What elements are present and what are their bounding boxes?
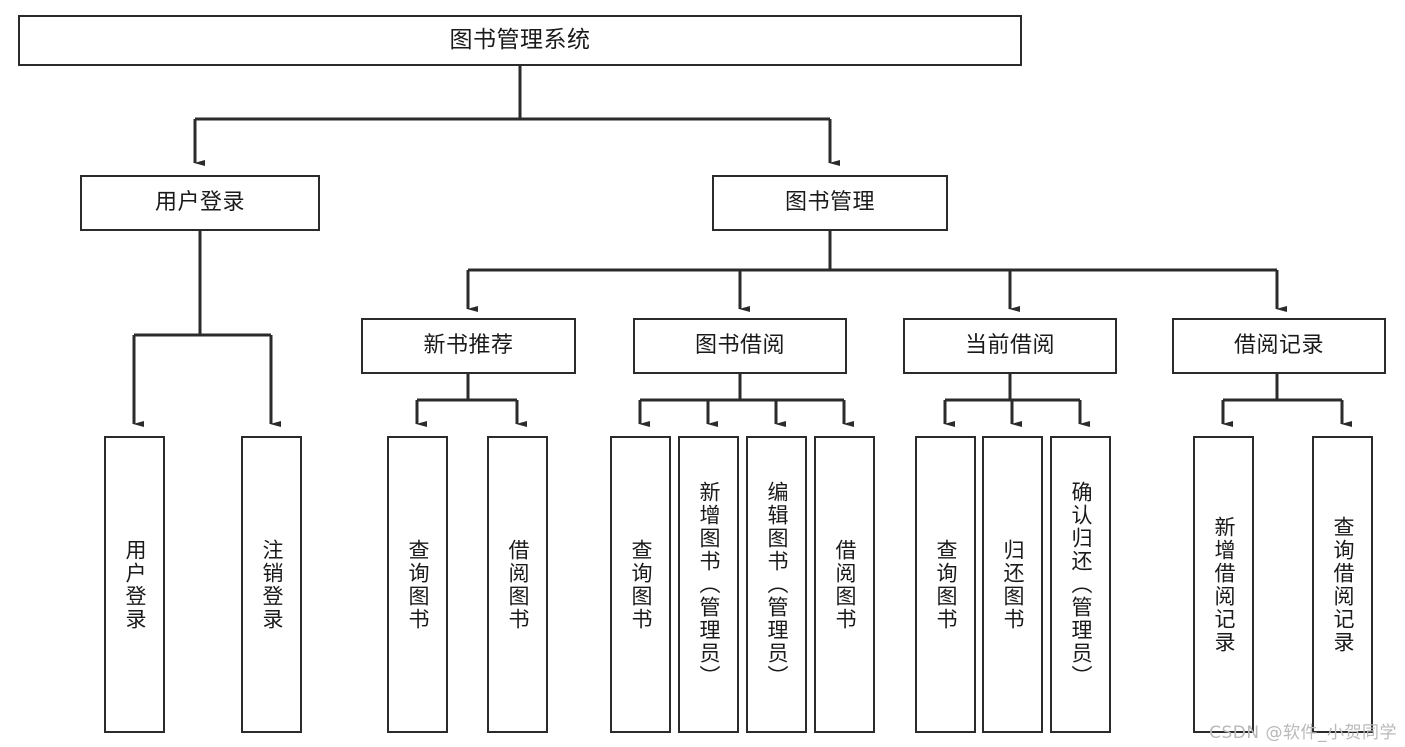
node-borrow-record-label: 借阅记录 bbox=[1233, 333, 1324, 359]
node-new-book-recommend[interactable]: 新书推荐 bbox=[361, 318, 576, 374]
leaf-edit-book[interactable]: 编辑图书（管理员） bbox=[746, 436, 807, 733]
node-book-borrow[interactable]: 图书借阅 bbox=[633, 318, 847, 374]
node-book-management[interactable]: 图书管理 bbox=[712, 175, 948, 231]
leaf-add-record-label: 新增借阅记录 bbox=[1211, 515, 1236, 654]
leaf-query-books-3[interactable]: 查询图书 bbox=[915, 436, 976, 733]
node-new-book-recommend-label: 新书推荐 bbox=[423, 333, 514, 359]
node-user-login[interactable]: 用户登录 bbox=[80, 175, 320, 231]
leaf-confirm-return-label: 确认归还（管理员） bbox=[1068, 481, 1093, 688]
node-current-borrow[interactable]: 当前借阅 bbox=[903, 318, 1117, 374]
leaf-add-book-label: 新增图书（管理员） bbox=[696, 481, 721, 688]
leaf-return-book-label: 归还图书 bbox=[1000, 538, 1025, 631]
node-book-borrow-label: 图书借阅 bbox=[694, 333, 785, 359]
leaf-return-book[interactable]: 归还图书 bbox=[982, 436, 1043, 733]
node-root[interactable]: 图书管理系统 bbox=[18, 15, 1022, 66]
leaf-query-books-2-label: 查询图书 bbox=[628, 538, 653, 631]
leaf-borrow-books-2[interactable]: 借阅图书 bbox=[814, 436, 875, 733]
leaf-user-login[interactable]: 用户登录 bbox=[104, 436, 165, 733]
leaf-edit-book-label: 编辑图书（管理员） bbox=[764, 481, 789, 688]
leaf-query-record[interactable]: 查询借阅记录 bbox=[1312, 436, 1373, 733]
leaf-borrow-books-1-label: 借阅图书 bbox=[505, 538, 530, 631]
leaf-confirm-return[interactable]: 确认归还（管理员） bbox=[1050, 436, 1111, 733]
node-borrow-record[interactable]: 借阅记录 bbox=[1172, 318, 1386, 374]
leaf-logout-label: 注销登录 bbox=[259, 538, 284, 631]
node-current-borrow-label: 当前借阅 bbox=[964, 333, 1055, 359]
leaf-query-books-2[interactable]: 查询图书 bbox=[610, 436, 671, 733]
node-book-management-label: 图书管理 bbox=[784, 190, 875, 216]
leaf-logout[interactable]: 注销登录 bbox=[241, 436, 302, 733]
leaf-query-record-label: 查询借阅记录 bbox=[1330, 515, 1355, 654]
leaf-add-record[interactable]: 新增借阅记录 bbox=[1193, 436, 1254, 733]
leaf-query-books-3-label: 查询图书 bbox=[933, 538, 958, 631]
leaf-borrow-books-2-label: 借阅图书 bbox=[832, 538, 857, 631]
leaf-query-books-1-label: 查询图书 bbox=[405, 538, 430, 631]
watermark: CSDN @软件_小贺同学 bbox=[1209, 723, 1397, 743]
leaf-user-login-label: 用户登录 bbox=[122, 538, 147, 631]
leaf-borrow-books-1[interactable]: 借阅图书 bbox=[487, 436, 548, 733]
leaf-query-books-1[interactable]: 查询图书 bbox=[387, 436, 448, 733]
node-root-label: 图书管理系统 bbox=[449, 27, 591, 54]
node-user-login-label: 用户登录 bbox=[154, 190, 245, 216]
leaf-add-book[interactable]: 新增图书（管理员） bbox=[678, 436, 739, 733]
